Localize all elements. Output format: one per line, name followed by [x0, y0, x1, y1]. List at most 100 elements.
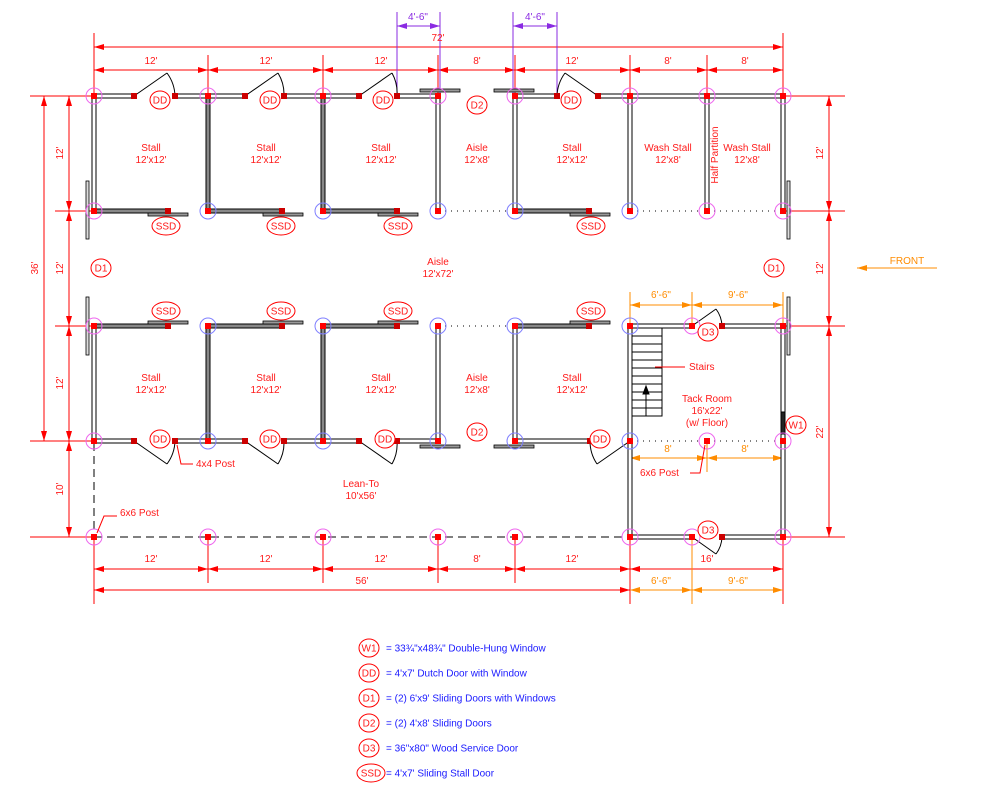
- door-jamb-post: [281, 438, 287, 444]
- post: [320, 438, 326, 444]
- tack-room-size: 16'x22': [691, 406, 722, 417]
- door-jamb-post: [242, 93, 248, 99]
- room-name: Wash Stall: [644, 143, 691, 154]
- legend-text: = 36"x80" Wood Service Door: [386, 744, 519, 755]
- post-ring: [199, 317, 217, 335]
- svg-text:D3: D3: [702, 328, 715, 339]
- door-tag-dd: DD: [259, 90, 281, 110]
- post-4x4-callout: 4x4 Post: [196, 459, 235, 470]
- legend-tag: SSD: [361, 769, 382, 780]
- room-size: 12'x12': [365, 385, 396, 396]
- post-ring: [774, 317, 792, 335]
- walls: [91, 93, 786, 540]
- open-lines: [93, 210, 776, 538]
- door-tag-d3: D3: [697, 520, 719, 540]
- legend-text: = 33¾"x48¾" Double-Hung Window: [386, 644, 546, 655]
- bottom-room-labels: Stall 12'x12' Stall 12'x12' Stall 12'x12…: [135, 373, 587, 396]
- room-size: 12'x8': [464, 155, 490, 166]
- svg-text:DD: DD: [376, 96, 390, 107]
- top-bay-dim: 12': [144, 56, 157, 67]
- post: [512, 323, 518, 329]
- top-bay-dim: 12': [374, 56, 387, 67]
- post: [512, 208, 518, 214]
- door-tag-d2: D2: [466, 95, 488, 115]
- room-size: 12'x12': [556, 385, 587, 396]
- door-tag-w1: W1: [785, 415, 807, 435]
- legend-item: D2= (2) 4'x8' Sliding Doors: [358, 713, 492, 733]
- svg-text:SSD: SSD: [156, 222, 177, 233]
- door-tag-dd: DD: [374, 429, 396, 449]
- post: [91, 208, 97, 214]
- post: [320, 323, 326, 329]
- post: [320, 208, 326, 214]
- half-partition-label: Half Partition: [710, 126, 721, 183]
- svg-text:D1: D1: [95, 264, 108, 275]
- room-name: Wash Stall: [723, 143, 770, 154]
- post: [780, 534, 786, 540]
- post: [91, 534, 97, 540]
- legend-tag: D3: [363, 744, 376, 755]
- post-ring: [429, 87, 447, 105]
- door-tag-d2: D2: [466, 422, 488, 442]
- lean-to-length-dim: 56': [355, 576, 368, 587]
- svg-text:SSD: SSD: [581, 307, 602, 318]
- door-jamb-post: [595, 93, 601, 99]
- bottom-bay-dim: 12': [565, 554, 578, 565]
- door-jamb-post: [165, 323, 171, 329]
- door-tag-ssd: SSD: [383, 301, 413, 321]
- post-ring: [429, 432, 447, 450]
- post-ring: [85, 202, 103, 220]
- room-name: Stall: [141, 143, 160, 154]
- door-tag-ssd: SSD: [151, 216, 181, 236]
- tack-room-dimensions: [629, 265, 937, 604]
- center-aisle-name: Aisle: [427, 257, 449, 268]
- post-6x6-callout: 6x6 Post: [120, 508, 159, 519]
- post-ring: [85, 432, 103, 450]
- tack-width-dim: 16': [700, 554, 713, 565]
- svg-text:SSD: SSD: [271, 307, 292, 318]
- svg-text:DD: DD: [153, 435, 167, 446]
- tack-room-name: Tack Room: [682, 394, 732, 405]
- post: [780, 438, 786, 444]
- post: [435, 534, 441, 540]
- post-ring: [429, 528, 447, 546]
- post-ring: [199, 528, 217, 546]
- front-label: FRONT: [890, 256, 924, 267]
- post-ring: [199, 202, 217, 220]
- bottom-bay-dim: 12': [259, 554, 272, 565]
- post-ring: [621, 317, 639, 335]
- room-name: Stall: [256, 373, 275, 384]
- post: [704, 208, 710, 214]
- post-ring: [774, 202, 792, 220]
- svg-text:W1: W1: [789, 421, 804, 432]
- room-size: 12'x12': [556, 155, 587, 166]
- tack-post-dim: 8': [664, 444, 672, 455]
- right-row-dim: 12': [815, 261, 826, 274]
- legend-tag: D1: [363, 694, 376, 705]
- top-bay-dim: 12': [259, 56, 272, 67]
- door-swings: [133, 72, 723, 555]
- stairs: [631, 327, 663, 417]
- door-jamb-post: [586, 208, 592, 214]
- post-ring: [698, 202, 716, 220]
- svg-text:SSD: SSD: [581, 222, 602, 233]
- door-jamb-post: [394, 323, 400, 329]
- svg-text:DD: DD: [564, 96, 578, 107]
- post: [689, 323, 695, 329]
- post-ring: [621, 87, 639, 105]
- post: [512, 534, 518, 540]
- door-offset-dim-1: 4'-6": [408, 12, 428, 23]
- post-ring: [429, 202, 447, 220]
- door-tag-dd: DD: [149, 429, 171, 449]
- legend-tag: W1: [362, 644, 377, 655]
- svg-text:SSD: SSD: [156, 307, 177, 318]
- door-tag-d3: D3: [697, 322, 719, 342]
- room-size: 12'x8': [655, 155, 681, 166]
- post: [435, 323, 441, 329]
- right-row-dim: 12': [815, 146, 826, 159]
- tack-top-dim: 9'-6": [728, 290, 748, 301]
- room-size: 12'x12': [365, 155, 396, 166]
- overall-length-dim: 72': [431, 33, 444, 44]
- post: [205, 323, 211, 329]
